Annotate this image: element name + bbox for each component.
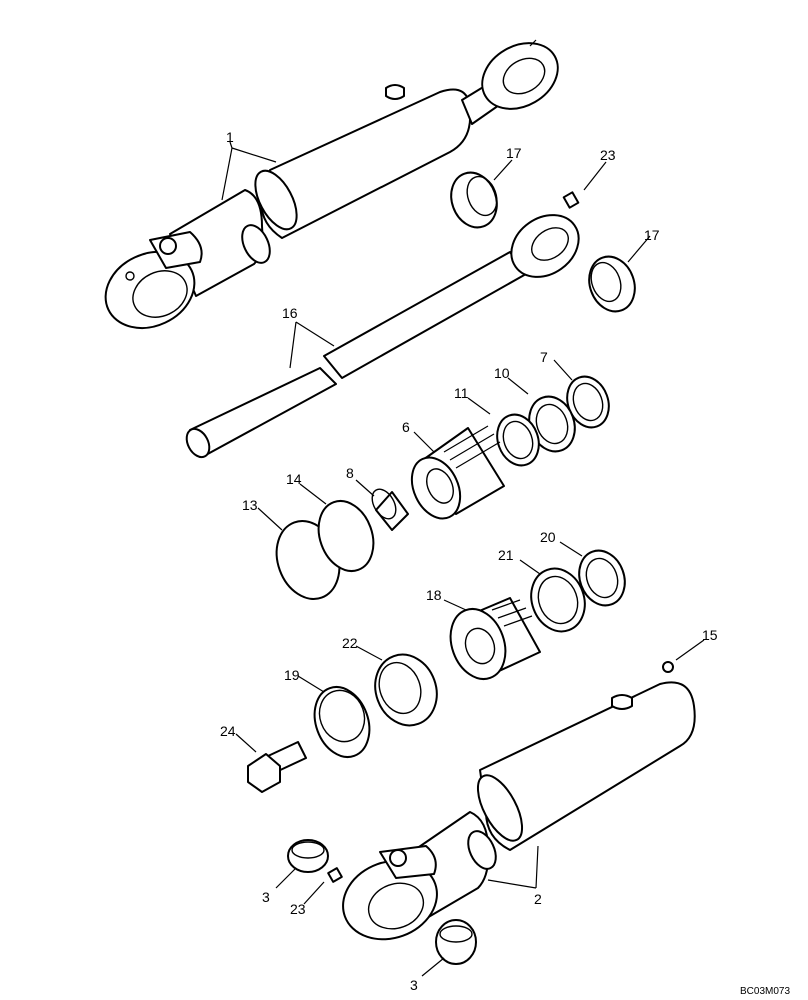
- callout-14: 14: [286, 471, 302, 487]
- drawing-reference-code: BC03M073: [740, 986, 790, 997]
- ring-21: [530, 567, 586, 633]
- callout-1: 1: [226, 129, 234, 145]
- grease-fitting-top: [662, 661, 674, 673]
- bushing-lower-right: [435, 919, 477, 965]
- piston-rod: [185, 214, 580, 459]
- callout-21: 21: [498, 547, 514, 563]
- callout-2: 2: [534, 891, 542, 907]
- seal-ring-11: [496, 413, 540, 467]
- bushing-lower-left: [287, 839, 329, 873]
- callout-10: 10: [494, 365, 510, 381]
- leader-lines: [221, 141, 705, 977]
- callout-6: 6: [402, 419, 410, 435]
- bolt-24: [247, 741, 307, 793]
- bushing-upper-right: [588, 255, 636, 313]
- callout-3-bottom: 3: [410, 977, 418, 993]
- bushing-upper-left: [450, 171, 498, 229]
- callout-13: 13: [242, 497, 258, 513]
- grease-fitting-upper: [562, 191, 580, 209]
- callout-18: 18: [426, 587, 442, 603]
- seal-ring-10: [528, 395, 576, 453]
- callout-labels: 1 17 23 17 16 7 10 11 6 8 14 13 20 21 18…: [220, 129, 718, 993]
- callout-3-left: 3: [262, 889, 270, 905]
- callout-16: 16: [282, 305, 298, 321]
- callout-20: 20: [540, 529, 556, 545]
- ring-14: [317, 500, 375, 572]
- cylinder-assembly-upper: [104, 39, 559, 329]
- callout-23-lower: 23: [290, 901, 306, 917]
- wear-ring-19: [313, 686, 371, 758]
- ring-20: [578, 549, 626, 607]
- callout-17-upper-right: 17: [644, 227, 660, 243]
- gland-6: [410, 425, 505, 520]
- callout-23-upper: 23: [600, 147, 616, 163]
- callout-22: 22: [342, 635, 358, 651]
- cylinder-assembly-lower: [342, 681, 696, 941]
- callout-8: 8: [346, 465, 354, 481]
- grease-fitting-lower: [327, 867, 343, 883]
- callout-15: 15: [702, 627, 718, 643]
- piston-18: [449, 597, 541, 680]
- callout-11: 11: [454, 385, 469, 401]
- callout-17-upper-left: 17: [506, 145, 522, 161]
- callout-7: 7: [540, 349, 548, 365]
- wear-ring-22: [374, 653, 438, 727]
- callout-24: 24: [220, 723, 236, 739]
- callout-19: 19: [284, 667, 300, 683]
- bushing-8: [371, 488, 409, 531]
